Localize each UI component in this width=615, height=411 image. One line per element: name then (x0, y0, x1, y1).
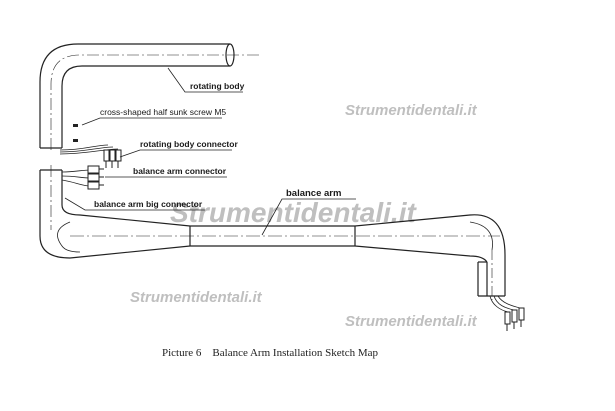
balance-arm-wires (61, 169, 91, 187)
screw-icons (73, 124, 78, 142)
screw-icon (73, 139, 78, 142)
balance-arm-connector (87, 165, 104, 190)
watermark-3: Strumentidentali.it (130, 289, 263, 306)
right-wires (489, 295, 521, 313)
balance-arm-body (39, 204, 506, 300)
rotating-body (39, 43, 262, 150)
leader-big-connector (64, 197, 205, 211)
label-rotating-body: rotating body (190, 81, 245, 91)
watermark-2: Strumentidentali.it (170, 197, 417, 228)
label-balance-arm: balance arm (286, 188, 341, 199)
rotating-body-connector (103, 149, 122, 168)
screw-icon (73, 124, 78, 127)
label-big-connector: balance arm big connector (94, 199, 203, 209)
rotating-body-wires (59, 144, 119, 155)
watermark-1: Strumentidentali.it (345, 102, 478, 119)
leader-balance-arm (261, 198, 356, 236)
caption-gap (201, 347, 212, 359)
label-balance-arm-connector: balance arm connector (133, 166, 227, 176)
leader-screw (81, 117, 222, 126)
watermark-4: Strumentidentali.it (345, 313, 478, 330)
caption-title: Balance Arm Installation Sketch Map (212, 347, 378, 359)
leader-lines (64, 67, 356, 236)
caption-number: Picture 6 (162, 347, 202, 359)
figure-caption: Picture 6 Balance Arm Installation Sketc… (0, 347, 540, 359)
label-rotating-body-connector: rotating body connector (140, 139, 238, 149)
label-screw: cross-shaped half sunk screw M5 (100, 107, 226, 117)
leader-rotating-body-connector (119, 149, 232, 158)
watermarks: Strumentidentali.it Strumentidentali.it … (130, 102, 478, 330)
labels: rotating body cross-shaped half sunk scr… (94, 81, 341, 209)
leader-rotating-body (167, 67, 243, 93)
balance-arm-big-connector (39, 165, 63, 236)
right-connector (504, 307, 525, 331)
